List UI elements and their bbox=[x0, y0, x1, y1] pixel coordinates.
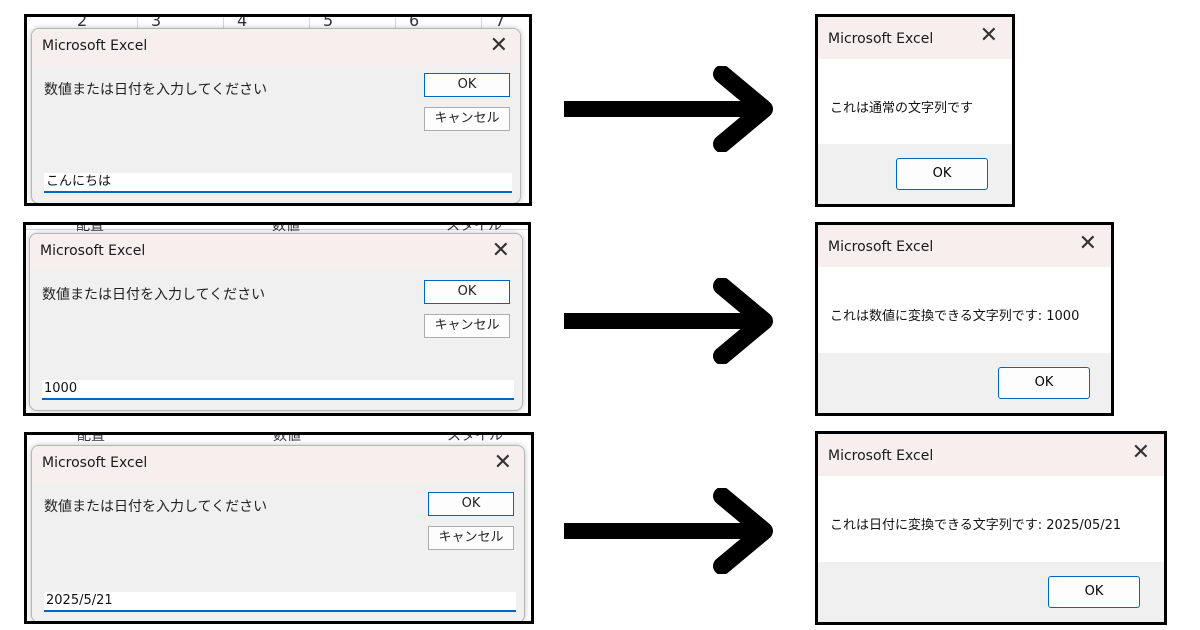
ribbon-group-label: スタイル bbox=[446, 222, 502, 234]
result-panel-2: Microsoft Excel ✕ これは数値に変換できる文字列です: 1000… bbox=[815, 222, 1114, 416]
value-input[interactable]: 2025/5/21 bbox=[44, 592, 516, 612]
message-box: Microsoft Excel ✕ これは日付に変換できる文字列です: 2025… bbox=[818, 434, 1164, 622]
column-header: 7 bbox=[495, 14, 506, 30]
close-icon[interactable]: ✕ bbox=[979, 23, 998, 48]
message-text: これは通常の文字列です bbox=[830, 101, 974, 116]
cancel-button[interactable]: キャンセル bbox=[424, 314, 510, 338]
ribbon-group-label: スタイル bbox=[447, 432, 503, 444]
close-icon[interactable]: ✕ bbox=[491, 238, 510, 263]
message-titlebar: Microsoft Excel ✕ bbox=[818, 17, 1012, 59]
column-header: 2 bbox=[77, 14, 88, 30]
close-icon[interactable]: ✕ bbox=[1131, 440, 1150, 465]
dialog-title: Microsoft Excel bbox=[42, 455, 148, 471]
input-prompt: 数値または日付を入力してください bbox=[44, 499, 268, 515]
close-icon[interactable]: ✕ bbox=[489, 33, 508, 58]
column-header: 6 bbox=[409, 14, 420, 30]
close-icon[interactable]: ✕ bbox=[1078, 231, 1097, 256]
message-title: Microsoft Excel bbox=[828, 31, 934, 47]
result-panel-1: Microsoft Excel ✕ これは通常の文字列です OK bbox=[815, 14, 1015, 207]
ribbon-group-label: 配置 bbox=[76, 222, 104, 234]
right-arrow-icon bbox=[564, 278, 773, 364]
right-arrow-icon bbox=[564, 66, 773, 152]
ok-button[interactable]: OK bbox=[428, 492, 514, 516]
ok-button[interactable]: OK bbox=[424, 73, 510, 97]
column-header: 3 bbox=[151, 14, 162, 30]
message-title: Microsoft Excel bbox=[828, 239, 934, 255]
value-input[interactable]: こんにちは bbox=[44, 173, 512, 193]
input-panel-1: 2 3 4 5 6 7 Microsoft Excel ✕ 数値または日付を入力… bbox=[24, 14, 532, 206]
result-panel-3: Microsoft Excel ✕ これは日付に変換できる文字列です: 2025… bbox=[815, 431, 1167, 625]
dialog-titlebar: Microsoft Excel ✕ bbox=[32, 29, 520, 65]
ribbon-group-label: 数値 bbox=[272, 222, 300, 234]
dialog-title: Microsoft Excel bbox=[40, 243, 146, 259]
close-icon[interactable]: ✕ bbox=[493, 450, 512, 475]
dialog-titlebar: Microsoft Excel ✕ bbox=[30, 234, 522, 270]
message-titlebar: Microsoft Excel ✕ bbox=[818, 225, 1111, 267]
column-header: 4 bbox=[237, 14, 248, 30]
message-footer: OK bbox=[818, 144, 1012, 204]
input-panel-2: 配置 数値 スタイル Microsoft Excel ✕ 数値または日付を入力し… bbox=[23, 222, 531, 416]
input-dialog: Microsoft Excel ✕ 数値または日付を入力してください OK キャ… bbox=[29, 233, 523, 411]
message-titlebar: Microsoft Excel ✕ bbox=[818, 434, 1164, 476]
cancel-button[interactable]: キャンセル bbox=[428, 526, 514, 550]
input-prompt: 数値または日付を入力してください bbox=[44, 82, 268, 98]
ribbon-group-label: 数値 bbox=[273, 432, 301, 444]
message-text: これは数値に変換できる文字列です: 1000 bbox=[830, 309, 1080, 324]
message-text: これは日付に変換できる文字列です: 2025/05/21 bbox=[830, 518, 1122, 533]
dialog-title: Microsoft Excel bbox=[42, 38, 148, 54]
right-arrow-icon bbox=[564, 488, 773, 574]
ok-button[interactable]: OK bbox=[1048, 576, 1140, 608]
column-header: 5 bbox=[323, 14, 334, 30]
message-title: Microsoft Excel bbox=[828, 448, 934, 464]
ok-button[interactable]: OK bbox=[896, 158, 988, 190]
ribbon-group-label: 配置 bbox=[77, 432, 105, 444]
cancel-button[interactable]: キャンセル bbox=[424, 107, 510, 131]
input-dialog: Microsoft Excel ✕ 数値または日付を入力してください OK キャ… bbox=[31, 28, 521, 203]
ok-button[interactable]: OK bbox=[424, 280, 510, 304]
value-input[interactable]: 1000 bbox=[42, 380, 514, 400]
message-box: Microsoft Excel ✕ これは通常の文字列です OK bbox=[818, 17, 1012, 204]
input-prompt: 数値または日付を入力してください bbox=[42, 287, 266, 303]
input-panel-3: 配置 数値 スタイル Microsoft Excel ✕ 数値または日付を入力し… bbox=[24, 432, 534, 624]
dialog-titlebar: Microsoft Excel ✕ bbox=[32, 446, 524, 482]
message-box: Microsoft Excel ✕ これは数値に変換できる文字列です: 1000… bbox=[818, 225, 1111, 413]
ok-button[interactable]: OK bbox=[998, 367, 1090, 399]
input-dialog: Microsoft Excel ✕ 数値または日付を入力してください OK キャ… bbox=[31, 445, 525, 621]
message-footer: OK bbox=[818, 562, 1164, 622]
message-footer: OK bbox=[818, 353, 1111, 413]
